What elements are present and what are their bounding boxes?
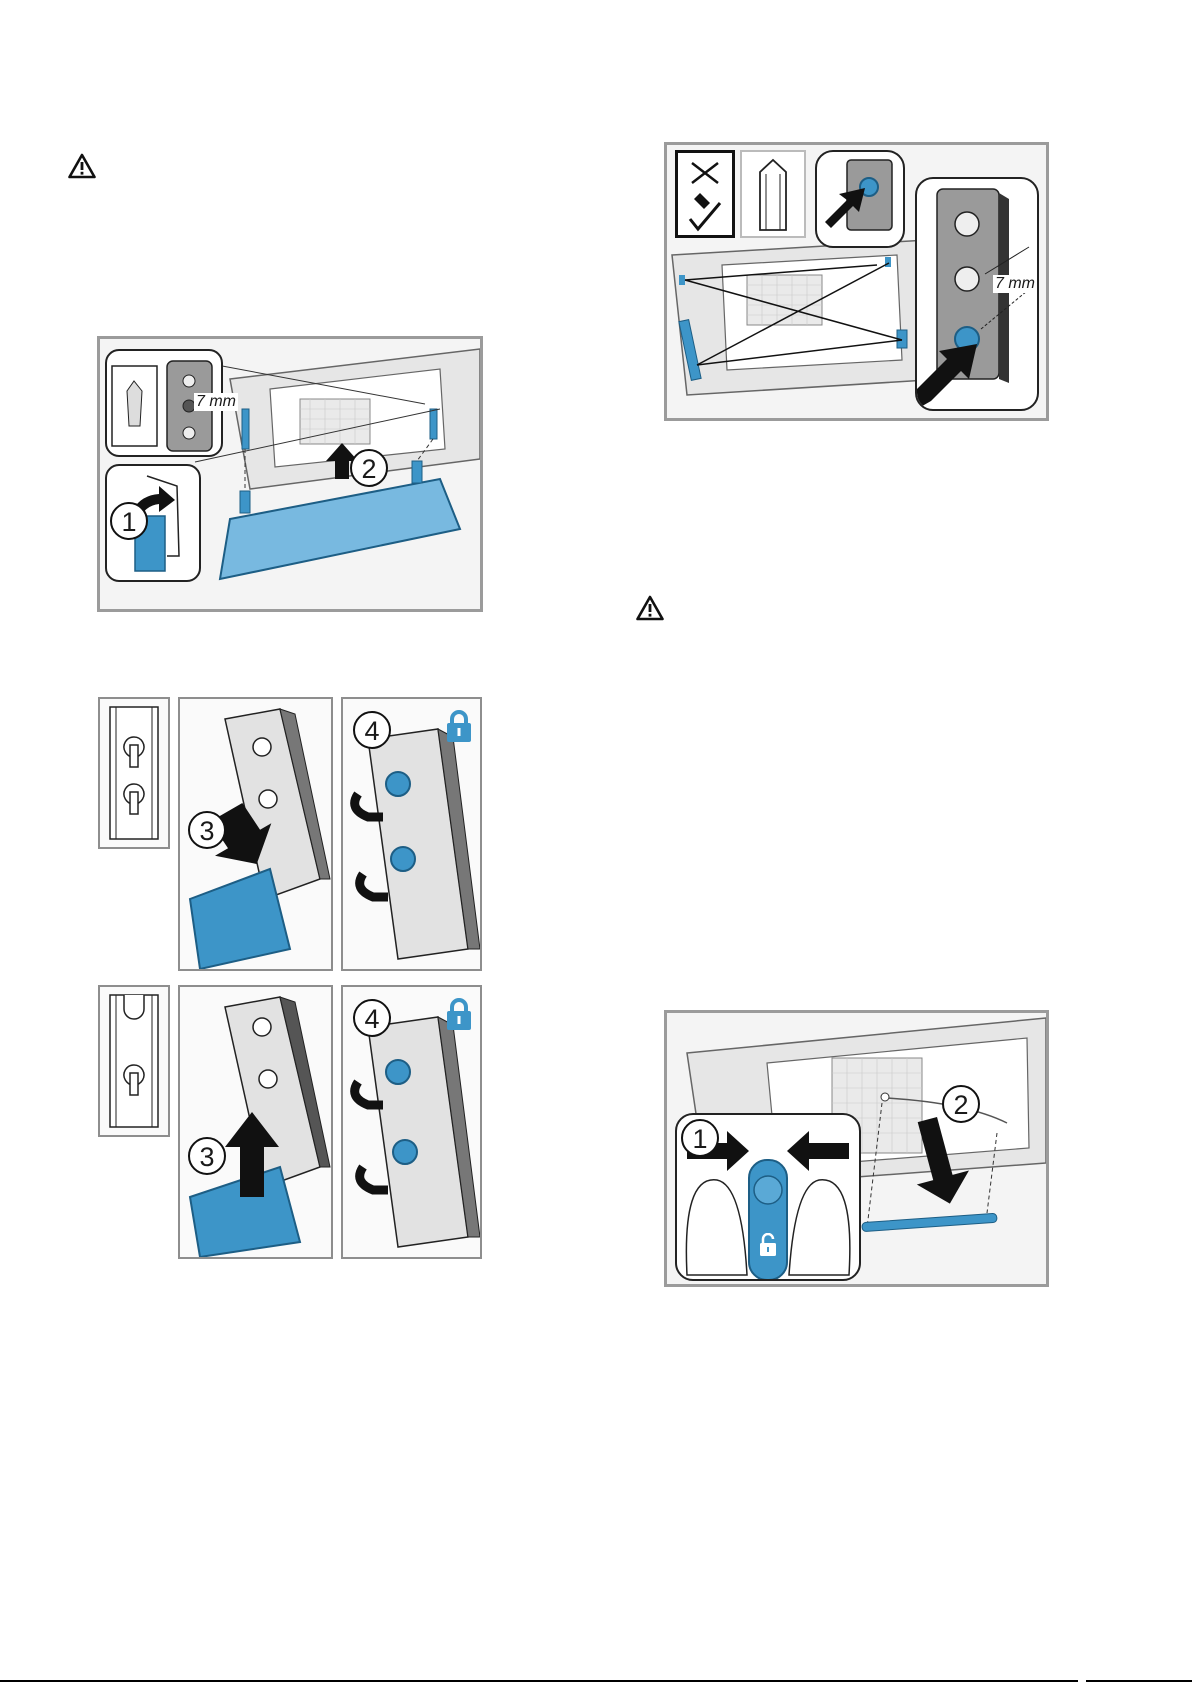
figure-bracket-slide-up: 3	[178, 985, 333, 1259]
step-number: 4	[353, 999, 391, 1037]
figure-keyhole-slot	[98, 697, 170, 849]
step-number: 3	[188, 811, 226, 849]
page-bottom-rule	[0, 1680, 1078, 1682]
figure-slot-variant	[98, 985, 170, 1137]
figure-screw-tighten-variant: 4	[341, 985, 482, 1259]
padlock-locked-icon	[444, 709, 474, 743]
step-number: 2	[350, 449, 388, 487]
page-bottom-rule	[1086, 1680, 1192, 1682]
figure-filter-hook-install: 7 mm 1 2	[97, 336, 483, 612]
warning-triangle-icon	[68, 153, 96, 179]
padlock-locked-icon	[444, 997, 474, 1031]
dimension-label: 7 mm	[194, 393, 238, 411]
step-number: 3	[188, 1137, 226, 1175]
dimension-label: 7 mm	[993, 275, 1037, 293]
figure-filter-release: 1 2	[664, 1010, 1049, 1287]
step-number: 1	[681, 1119, 719, 1157]
figure-screw-tighten: 4	[341, 697, 482, 971]
step-number: 2	[942, 1085, 980, 1123]
step-number: 4	[353, 711, 391, 749]
padlock-unlocked-icon	[758, 1233, 778, 1257]
figure-screw-distance: 7 mm	[664, 142, 1049, 421]
step-number: 1	[110, 502, 148, 540]
warning-triangle-icon	[636, 595, 664, 621]
figure-bracket-slide-down: 3	[178, 697, 333, 971]
